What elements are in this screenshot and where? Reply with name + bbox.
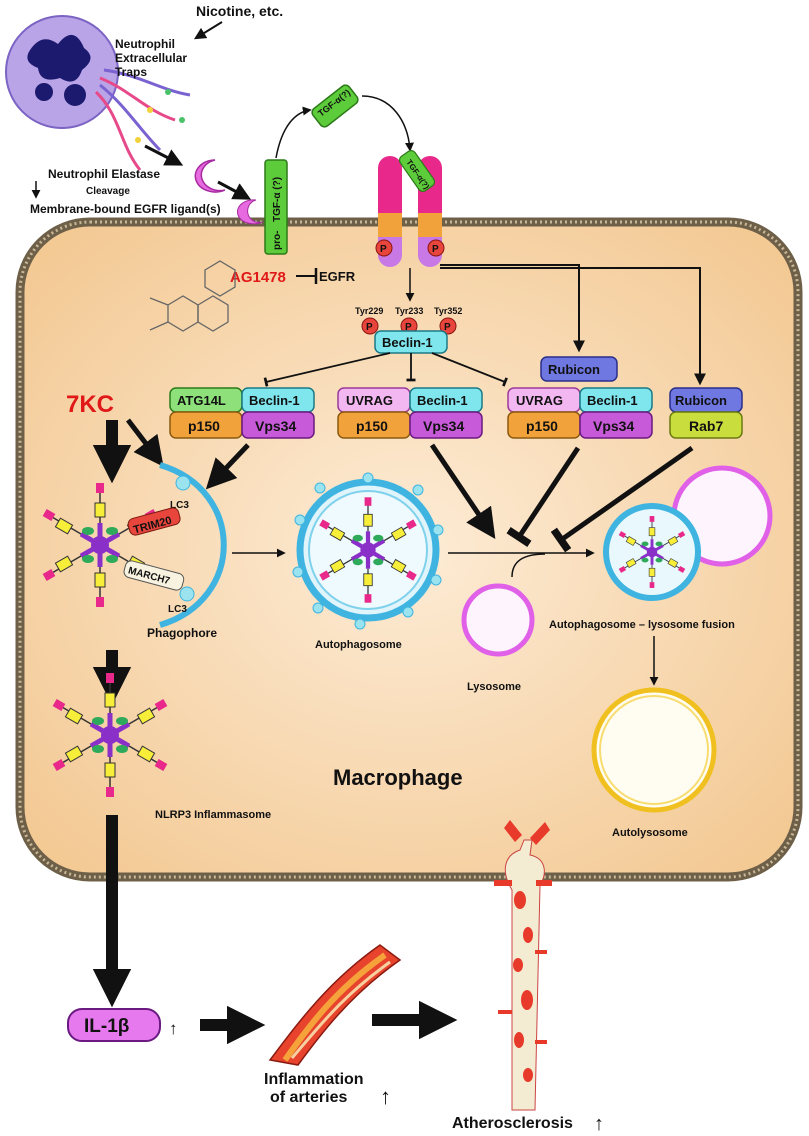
net-strands-icon — [94, 68, 191, 171]
p150-complex2-label: p150 — [356, 418, 388, 434]
tgf-bound-box — [398, 149, 436, 193]
rab7-label: Rab7 — [689, 418, 723, 434]
tyr352-p: P — [444, 322, 451, 333]
net-label-3: Traps — [115, 65, 147, 79]
beclin-complex2-label: Beclin-1 — [417, 393, 468, 408]
trim20-box — [127, 507, 181, 536]
ag1478-structure-icon — [149, 260, 236, 332]
egfr-label: EGFR — [319, 269, 356, 284]
vps34-complex1-label: Vps34 — [255, 418, 296, 434]
egfr-to-rubicon-arrow — [440, 264, 585, 353]
complex2-to-fusion-arrow — [429, 443, 496, 539]
vps34-complex2-box — [409, 411, 483, 439]
atg14l-label: ATG14L — [177, 393, 226, 408]
uvrag-complex2-label: UVRAG — [346, 393, 393, 408]
egfr-phospho-left — [375, 239, 393, 257]
tyr233-label: Tyr233 — [395, 306, 423, 316]
p150-complex1-label: p150 — [188, 418, 220, 434]
rubicon-complex3-label: Rubicon — [548, 362, 600, 377]
atherosclerosis-label: Atherosclerosis — [452, 1115, 573, 1132]
vps34-complex3-box — [579, 411, 653, 439]
net-label-2: Extracellular — [115, 51, 187, 65]
elastase-icon — [194, 159, 226, 193]
elastase-to-ligand-arrow — [217, 180, 252, 200]
vps34-complex1-box — [241, 411, 315, 439]
il1b-up-arrow: ↑ — [169, 1019, 178, 1038]
il1b-label: IL-1β — [84, 1016, 129, 1037]
vps34-complex2-label: Vps34 — [423, 418, 464, 434]
complex1-to-phagophore-arrow — [205, 443, 250, 490]
tyr352-label: Tyr352 — [434, 306, 462, 316]
lysosome-label: Lysosome — [467, 681, 521, 693]
tyr352-phospho — [439, 317, 457, 335]
vps34-complex3-label: Vps34 — [593, 418, 634, 434]
beclin-center-label: Beclin-1 — [382, 335, 433, 350]
cell-membrane — [18, 220, 800, 879]
lc3-dot-top — [175, 475, 191, 491]
pro-tgf-alpha-box — [264, 159, 288, 255]
artery-icon — [268, 944, 402, 1066]
inflammation-up-arrow: ↑ — [380, 1084, 391, 1109]
tyr229-p: P — [366, 322, 373, 333]
beclin-inhibit-atg14l — [263, 352, 391, 387]
lysosome-icon — [461, 583, 535, 657]
complex3-inhibit-fusion — [506, 446, 581, 548]
p150-complex3-label: p150 — [526, 418, 558, 434]
net-label-1: Neutrophil — [115, 37, 175, 51]
pro-label: pro- — [272, 231, 283, 250]
autolysosome-icon — [591, 687, 717, 813]
march7-box — [123, 560, 185, 591]
tyr229-phospho — [361, 317, 379, 335]
atherosclerotic-artery-icon — [494, 820, 552, 1111]
il1b-box — [67, 1008, 161, 1042]
tyr233-p: P — [405, 322, 412, 333]
cleavage-label: Cleavage — [86, 186, 130, 197]
neutrophil-icon — [5, 15, 119, 129]
autophagosome-label: Autophagosome — [315, 639, 402, 651]
ag1478-label: AG1478 — [230, 269, 286, 286]
tgf-release-arrow — [275, 106, 312, 159]
tyr229-label: Tyr229 — [355, 306, 383, 316]
net-to-elastase-arrow — [144, 144, 184, 166]
rab7-inhibit-fusion — [550, 445, 694, 553]
lc3-top-label: LC3 — [170, 500, 189, 511]
beclin-complex3-label: Beclin-1 — [587, 393, 638, 408]
autolysosome-label: Autolysosome — [612, 827, 688, 839]
lc3-bottom-label: LC3 — [168, 604, 187, 615]
atherosclerosis-up-arrow: ↑ — [594, 1113, 604, 1135]
fusion-icon — [603, 465, 773, 601]
tgf-binding-arrow — [361, 95, 414, 152]
rubicon-rab7-label: Rubicon — [675, 393, 727, 408]
egfr-p-right-label: P — [432, 244, 439, 255]
cleaved-ligand-icon — [237, 199, 263, 225]
fusion-label: Autophagosome – lysosome fusion — [549, 619, 735, 631]
inflammation-label-1: Inflammation — [264, 1071, 364, 1088]
7kc-to-phagophore-arrow — [126, 418, 164, 467]
phagophore-label: Phagophore — [147, 626, 217, 640]
egfr-phospho-right — [427, 239, 445, 257]
uvrag-complex3-label: UVRAG — [516, 393, 563, 408]
nlrp3-label: NLRP3 Inflammasome — [155, 809, 271, 821]
rab7-box — [669, 411, 743, 439]
rubicon-complex3-box — [540, 356, 618, 382]
ligand-label: Membrane-bound EGFR ligand(s) — [30, 202, 221, 216]
tgf-free-box — [311, 84, 359, 128]
nicotine-arrow — [193, 21, 223, 40]
autolysosome-inner — [599, 695, 709, 805]
beclin-inhibit-uvrag-rubicon — [431, 352, 508, 387]
elastase-label: Neutrophil Elastase — [48, 167, 160, 181]
macrophage-label: Macrophage — [333, 765, 463, 790]
tgf-membrane-label: TGF-α (?) — [272, 177, 283, 222]
7kc-label: 7KC — [66, 391, 114, 418]
lc3-dot-bottom — [179, 586, 195, 602]
lysosome-to-fusion-line — [511, 553, 546, 578]
nicotine-label: Nicotine, etc. — [196, 3, 283, 19]
beclin-complex1-label: Beclin-1 — [249, 393, 300, 408]
inflammation-label-2: of arteries — [270, 1089, 347, 1106]
egfr-p-left-label: P — [380, 244, 387, 255]
egfr-to-rubicon-rab7-arrow — [440, 267, 706, 386]
